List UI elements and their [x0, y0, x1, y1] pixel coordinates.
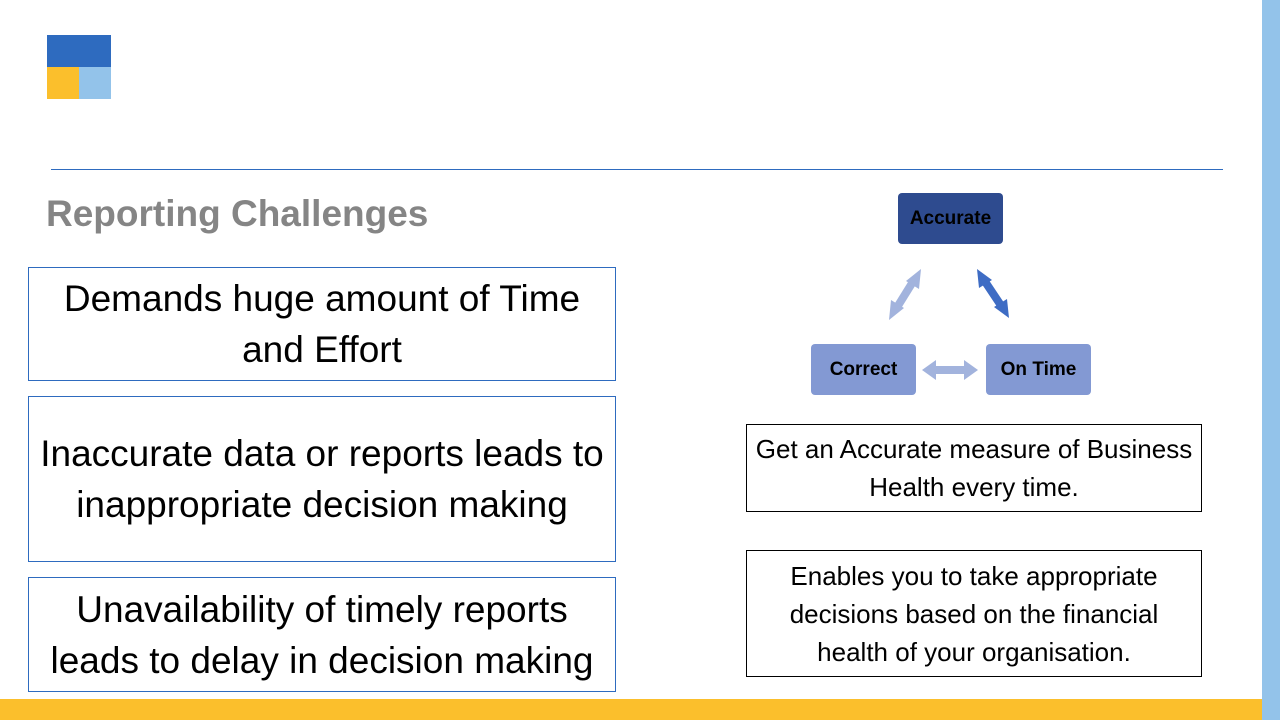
arrow-correct-accurate	[889, 269, 921, 320]
benefit-box-accurate-measure: Get an Accurate measure of Business Heal…	[746, 424, 1202, 512]
right-accent-stripe	[1262, 0, 1280, 720]
challenge-box-inaccurate-data: Inaccurate data or reports leads to inap…	[28, 396, 616, 562]
logo-light-blue-block	[79, 67, 111, 99]
challenge-box-timely-reports: Unavailability of timely reports leads t…	[28, 577, 616, 692]
arrow-accurate-ontime	[977, 269, 1009, 318]
cycle-node-label: Accurate	[909, 207, 992, 229]
logo-yellow-block	[47, 67, 79, 99]
bottom-accent-stripe	[0, 699, 1262, 720]
logo	[47, 35, 111, 99]
challenge-box-time-effort: Demands huge amount of Time and Effort	[28, 267, 616, 381]
cycle-node-label: Correct	[829, 358, 898, 380]
benefit-text: Get an Accurate measure of Business Heal…	[755, 434, 1193, 502]
challenge-text: Inaccurate data or reports leads to inap…	[40, 433, 604, 525]
challenge-text: Demands huge amount of Time and Effort	[63, 278, 581, 370]
cycle-node-accurate: Accurate	[898, 193, 1003, 244]
benefit-text: Enables you to take appropriate decision…	[789, 560, 1159, 667]
cycle-node-correct: Correct	[811, 344, 916, 395]
challenge-text: Unavailability of timely reports leads t…	[50, 588, 594, 681]
logo-top-block	[47, 35, 111, 67]
cycle-node-label: On Time	[1000, 358, 1077, 380]
arrow-correct-ontime	[922, 360, 978, 380]
benefit-box-appropriate-decisions: Enables you to take appropriate decision…	[746, 550, 1202, 677]
slide-title: Reporting Challenges	[46, 193, 429, 234]
header-divider	[51, 169, 1223, 170]
cycle-node-on-time: On Time	[986, 344, 1091, 395]
